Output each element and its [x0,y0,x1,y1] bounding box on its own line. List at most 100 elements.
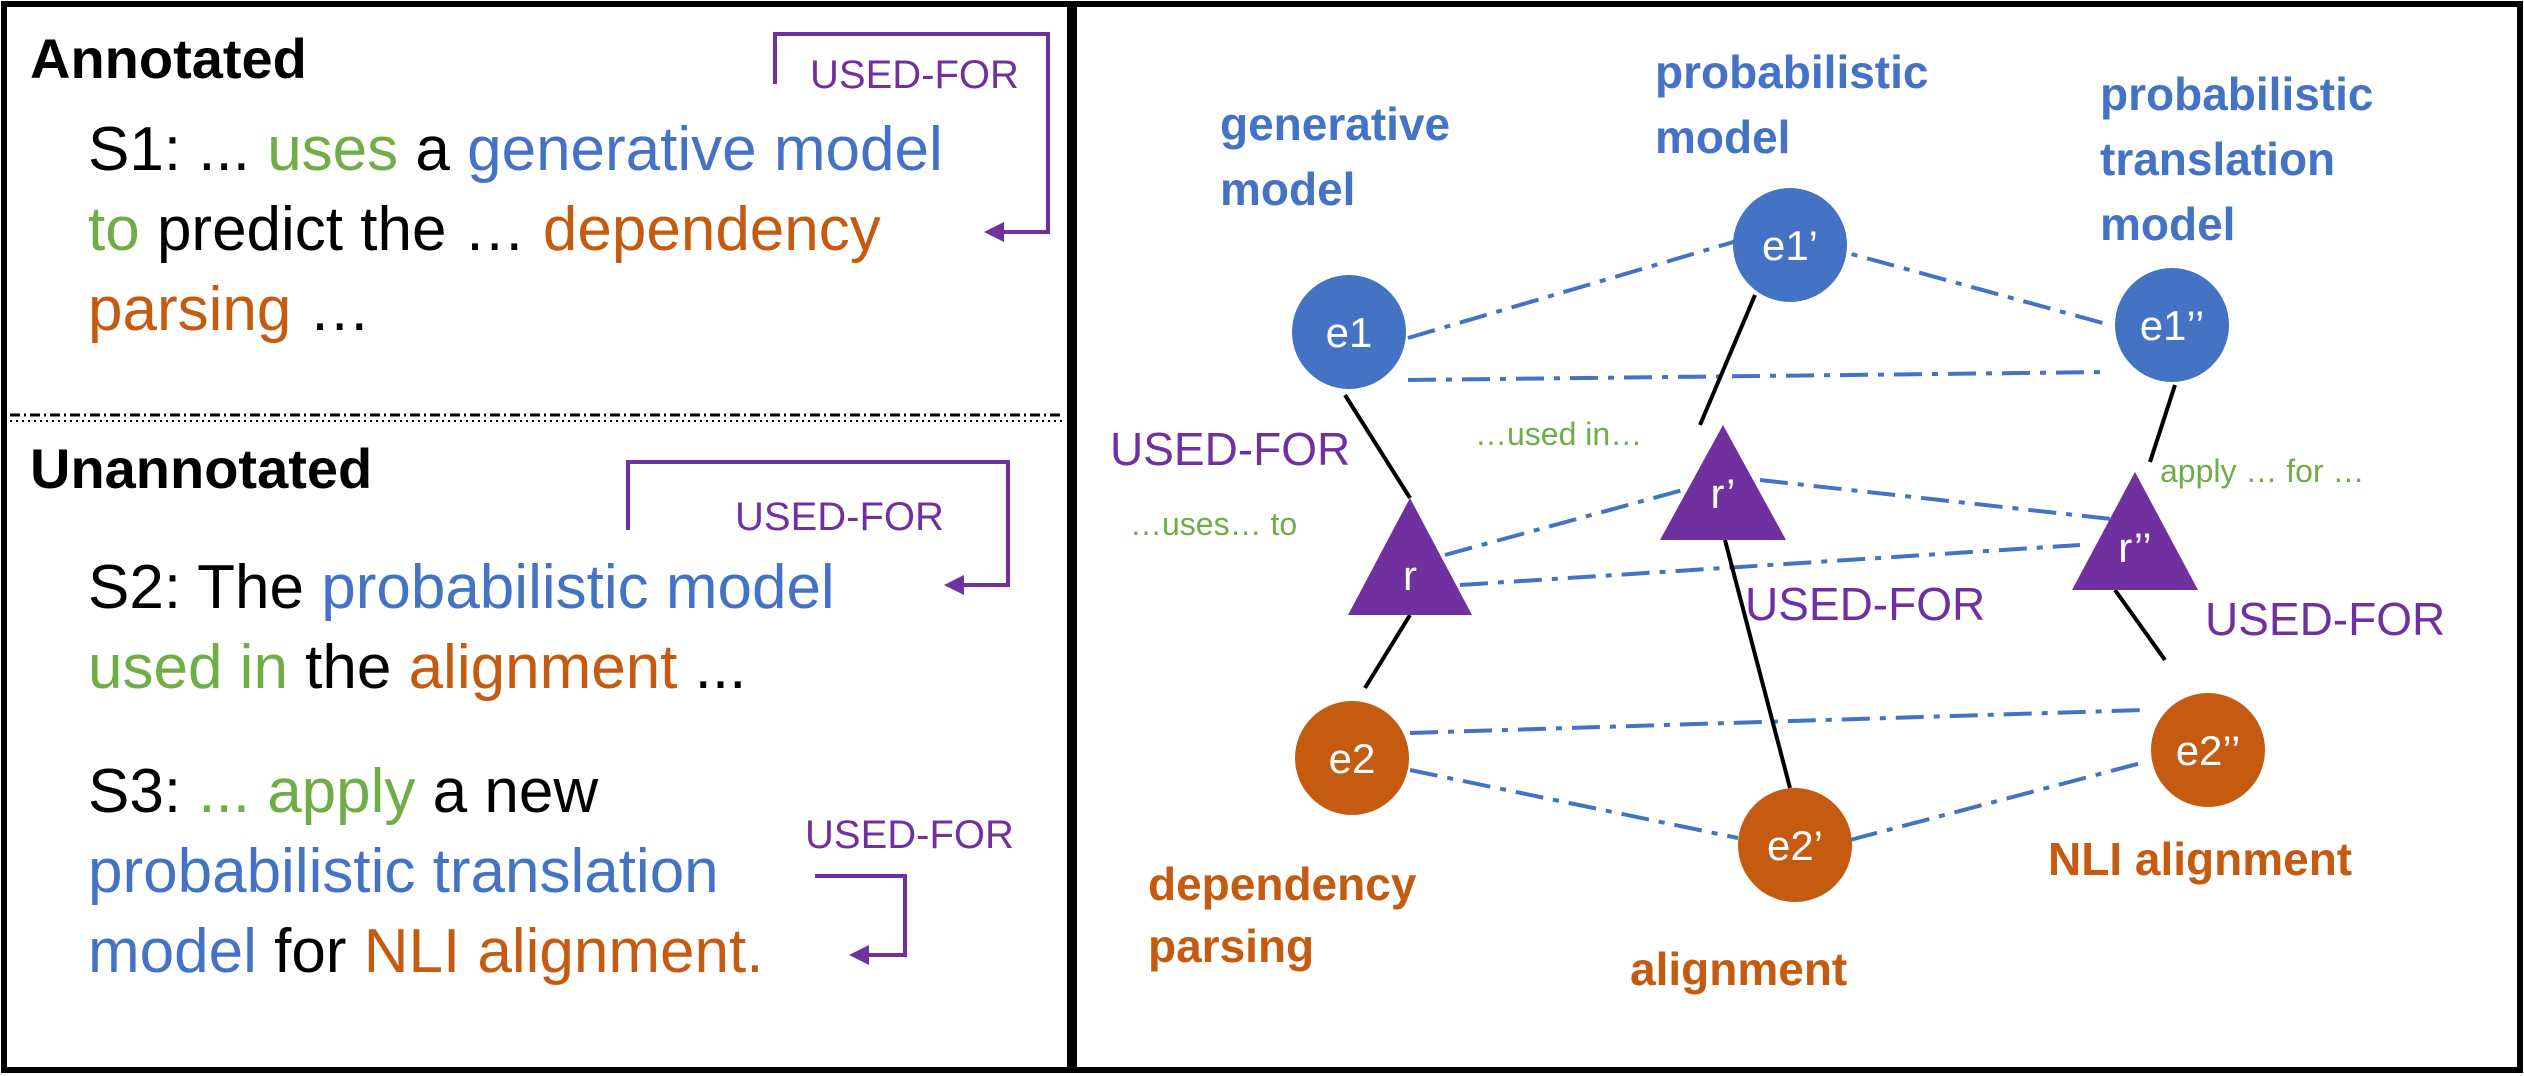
s1-marker: S1: ... [88,115,267,184]
s3-marker: S3: [88,757,198,826]
s1-relation-bracket: USED-FOR [773,32,1050,242]
label-e1pp: probabilistic translation model [2100,68,2373,250]
link-e1-e1pp [1407,370,2111,382]
cue-label-rpp: apply … for … [2160,453,2365,489]
s1-text-2: predict the … [140,195,543,264]
node-r: r [1348,498,1472,615]
edge-e1pp-rpp [2148,384,2177,463]
structure-edges [1343,294,2177,789]
node-r-label: r [1403,552,1417,599]
s3-relation-bracket: USED-FOR [805,813,1014,965]
node-e1-label: e1 [1326,309,1373,356]
node-rp: r’ [1660,425,1786,540]
label-e2: dependency parsing [1148,858,1417,972]
s1-entity-tail-a: dependency [543,195,881,264]
label-e1-line-2: model [1220,163,1355,215]
edge-e1p-rp [1698,294,1757,426]
link-e2-e2p [1409,768,1739,840]
node-rp-label: r’ [1711,470,1736,517]
node-e2p: e2’ [1738,788,1852,902]
link-e1p-e1pp [1814,242,2111,327]
right-panel-frame [1071,1,2523,1073]
label-e1-line-1: generative [1220,98,1450,150]
s1-entity-tail-b: parsing [88,275,291,344]
label-e2p: alignment [1630,943,1847,995]
s2-entity-tail: alignment [409,633,678,702]
s1-relation-label: USED-FOR [810,53,1019,97]
label-e1pp-line-2: translation [2100,133,2335,185]
node-e1pp-label: e1’’ [2140,302,2205,349]
s3-line-1: S3: ... apply a new [88,757,598,826]
s1-line-2: to predict the … dependency [88,195,881,264]
s2-relation-bracket: USED-FOR [626,460,1010,595]
node-rpp-label: r’’ [2118,524,2151,571]
s3-entity-head-a: probabilistic translation [88,837,719,906]
left-panel: Annotated USED-FOR S1: ... uses a genera… [1,1,1073,1073]
label-e1p-line-1: probabilistic [1655,46,1928,98]
label-e1: generative model [1220,98,1450,215]
edge-r-e2 [1363,613,1412,690]
s1-cue-to: to [88,195,140,264]
link-e2p-e2pp [1849,760,2146,842]
annotated-heading: Annotated [30,27,307,90]
node-e1p-label: e1’ [1762,222,1818,269]
s1-line-1: S1: ... uses a generative model [88,115,943,184]
s2-marker: S2: The [88,553,321,622]
label-e2pp-line-1: NLI alignment [2048,833,2352,885]
s2-line-1: S2: The probabilistic model [88,553,835,622]
s1-text-1: a [398,115,467,184]
node-e2p-label: e2’ [1767,822,1823,869]
s1-entity-head: generative model [467,115,943,184]
label-e2p-line-1: alignment [1630,943,1847,995]
alignment-links [1407,236,2146,842]
node-e1pp: e1’’ [2115,268,2229,382]
link-r-rp [1444,486,1691,557]
relation-label-r: USED-FOR [1110,423,1350,475]
s3-line-3: model for NLI alignment. [88,917,763,986]
relation-label-rp: USED-FOR [1745,578,1985,630]
edge-e1-r [1343,393,1412,500]
label-e1pp-line-3: model [2100,198,2235,250]
edge-rp-e2p [1723,539,1792,789]
label-e1pp-line-1: probabilistic [2100,68,2373,120]
unannotated-heading: Unannotated [30,437,372,500]
s2-relation-label: USED-FOR [735,495,944,539]
label-e1p-line-2: model [1655,111,1790,163]
node-e2pp-label: e2’’ [2176,727,2241,774]
label-e2-line-2: parsing [1148,920,1314,972]
node-e2-label: e2 [1329,735,1376,782]
node-e2: e2 [1295,701,1409,815]
edge-rpp-e2pp [2113,588,2167,662]
node-e1p: e1’ [1733,188,1847,302]
relation-label-rpp: USED-FOR [2205,593,2445,645]
s3-text-2: for [257,917,364,986]
label-e2pp: NLI alignment [2048,833,2352,885]
s3-entity-head-b: model [88,917,257,986]
left-panel-frame [1,1,1073,1073]
s2-line-2: used in the alignment ... [88,633,746,702]
s1-text-3: … [291,275,370,344]
node-rpp: r’’ [2072,472,2198,590]
s2-text-1: the [288,633,409,702]
link-rp-rpp [1759,478,2121,522]
right-panel: e1 e1’ e1’’ r r’ r’’ e2 e2’ [1071,1,2523,1073]
s2-cue: used in [88,633,288,702]
link-e2-e2pp [1409,708,2146,735]
s1-line-3: parsing … [88,275,371,344]
s3-relation-label: USED-FOR [805,813,1014,857]
s2-entity-head: probabilistic model [321,553,834,622]
cue-label-rp: …used in… [1475,416,1642,452]
link-r-rpp [1459,543,2081,587]
node-e2pp: e2’’ [2151,693,2265,807]
s3-text-1: a new [415,757,598,826]
s3-cue: ... apply [198,757,415,826]
node-e1: e1 [1292,275,1406,389]
link-e1-e1p [1407,236,1748,340]
s1-cue-uses: uses [267,115,398,184]
s3-entity-tail: NLI alignment. [364,917,764,986]
label-e2-line-1: dependency [1148,858,1417,910]
s2-text-2: ... [677,633,746,702]
label-e1p: probabilistic model [1655,46,1928,163]
cue-label-r: …uses… to [1130,506,1297,542]
